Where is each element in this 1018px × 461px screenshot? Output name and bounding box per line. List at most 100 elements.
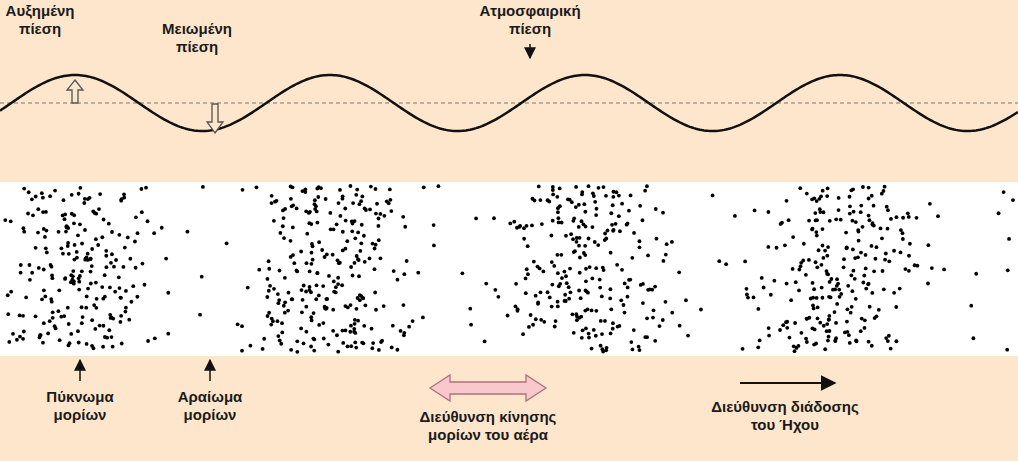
molecule-dot	[352, 327, 356, 331]
molecule-dot	[94, 237, 98, 241]
molecule-dot	[597, 186, 601, 190]
molecule-dot	[295, 350, 299, 354]
molecule-dot	[382, 214, 386, 218]
molecule-dot	[331, 253, 335, 257]
molecule-dot	[569, 290, 573, 294]
molecule-dot	[540, 222, 544, 226]
molecule-dot	[89, 282, 93, 286]
molecule-dot	[857, 239, 861, 243]
molecule-dot	[385, 199, 389, 203]
molecule-dot	[563, 293, 567, 297]
molecule-dot	[317, 240, 321, 244]
molecule-dot	[559, 253, 563, 257]
molecule-dot	[793, 349, 797, 353]
molecule-dot	[225, 241, 229, 245]
molecule-dot	[326, 343, 330, 347]
molecule-dot	[629, 194, 633, 198]
molecule-dot	[651, 316, 655, 320]
molecule-dot	[582, 251, 586, 255]
molecule-dot	[610, 223, 614, 227]
molecule-dot	[402, 333, 406, 337]
molecule-dot	[21, 314, 25, 318]
molecule-dot	[40, 297, 44, 301]
molecule-dot	[109, 261, 113, 265]
molecule-dot	[756, 345, 760, 349]
molecule-dot	[617, 194, 621, 198]
molecule-dot	[358, 249, 362, 253]
molecule-dot	[534, 294, 538, 298]
molecule-dot	[315, 187, 319, 191]
molecule-dot	[34, 195, 38, 199]
molecule-dot	[474, 216, 478, 220]
molecule-dot	[821, 244, 825, 248]
molecule-dot	[42, 321, 46, 325]
molecule-dot	[300, 288, 304, 292]
molecule-label: Αραίωμα μορίων	[165, 388, 255, 424]
molecule-dot	[349, 184, 353, 188]
molecule-dot	[562, 270, 566, 274]
molecule-dot	[53, 189, 57, 193]
molecule-dot	[67, 322, 71, 326]
molecule-dot	[9, 290, 13, 294]
molecule-dot	[792, 344, 796, 348]
molecule-dot	[886, 208, 890, 212]
molecule-dot	[769, 293, 773, 297]
molecule-dot	[800, 331, 804, 335]
molecule-dot	[870, 244, 874, 248]
molecule-dot	[38, 336, 42, 340]
molecule-dot	[304, 305, 308, 309]
molecule-dot	[66, 306, 70, 310]
molecule-dot	[26, 212, 30, 216]
molecule-dot	[942, 268, 946, 272]
pressure-label: Μειωμένη πίεση	[152, 20, 242, 56]
molecule-dot	[802, 242, 806, 246]
molecule-dot	[160, 226, 164, 230]
molecule-dot	[551, 185, 555, 189]
molecule-dot	[915, 216, 919, 220]
molecule-dot	[45, 251, 49, 255]
molecule-dot	[315, 271, 319, 275]
molecule-dot	[567, 285, 571, 289]
molecule-dot	[124, 310, 128, 314]
molecule-dot	[783, 243, 787, 247]
molecule-dot	[63, 217, 67, 221]
molecule-dot	[550, 305, 554, 309]
molecule-dot	[590, 308, 594, 312]
molecule-dot	[849, 273, 853, 277]
molecule-dot	[525, 267, 529, 271]
molecule-dot	[103, 295, 107, 299]
molecule-dot	[805, 340, 809, 344]
molecule-dot	[818, 197, 822, 201]
molecule-dot	[98, 324, 102, 328]
molecule-dot	[114, 258, 118, 262]
molecule-dot	[399, 329, 403, 333]
molecule-dot	[587, 184, 591, 188]
molecule-dot	[350, 229, 354, 233]
molecule-dot	[325, 297, 329, 301]
pressure-label: Ατμοσφαιρική πίεση	[470, 2, 590, 38]
molecule-dot	[95, 297, 99, 301]
molecule-dot	[537, 184, 541, 188]
molecule-dot	[350, 220, 354, 224]
molecule-dot	[602, 185, 606, 189]
molecule-dot	[845, 320, 849, 324]
molecule-dot	[133, 240, 137, 244]
molecule-dot	[883, 185, 887, 189]
molecule-dot	[21, 226, 25, 230]
molecule-dot	[866, 282, 870, 286]
molecule-dot	[859, 210, 863, 214]
molecule-dot	[603, 232, 607, 236]
molecule-dot	[11, 332, 15, 336]
molecule-dot	[643, 189, 647, 193]
molecule-dot	[85, 342, 89, 346]
molecule-dot	[815, 234, 819, 238]
molecule-dot	[324, 297, 328, 301]
molecule-dot	[886, 227, 890, 231]
molecule-dot	[852, 269, 856, 273]
molecule-dot	[405, 259, 409, 263]
molecule-dot	[827, 318, 831, 322]
molecule-dot	[70, 193, 74, 197]
molecule-dot	[853, 277, 857, 281]
molecule-dot	[652, 308, 656, 312]
molecule-dot	[107, 222, 111, 226]
